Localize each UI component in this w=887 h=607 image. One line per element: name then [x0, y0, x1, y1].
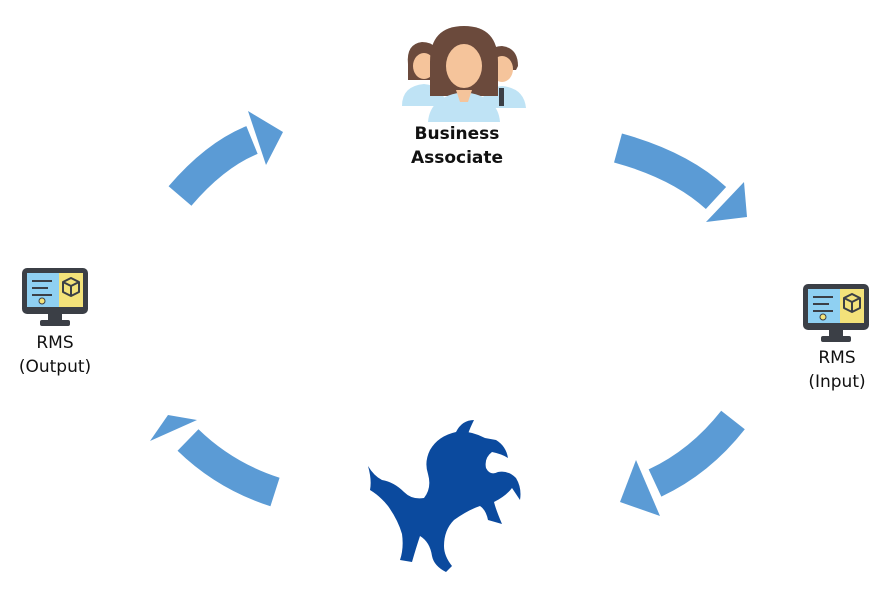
- arrow-top-right-shaft: [613, 133, 727, 210]
- arrow-bottom-left: [150, 415, 280, 507]
- arrow-bottom-right-head: [620, 460, 660, 516]
- arrow-top-right: [613, 133, 747, 222]
- arrow-top-right-head: [706, 182, 747, 222]
- arrow-bottom-left-head: [150, 415, 197, 441]
- rms-input-label: RMS (Input): [782, 346, 887, 394]
- business-associate-label-line1: Business: [414, 124, 500, 144]
- business-associate-label-line2: Associate: [410, 148, 504, 168]
- people-group-icon: [402, 26, 526, 122]
- rearing-horse-icon: [368, 420, 521, 572]
- arrow-top-left-head: [248, 111, 283, 165]
- arrow-top-left: [168, 111, 283, 206]
- rms-output-label-line1: RMS: [36, 333, 74, 353]
- monitor-cube-icon: [803, 284, 869, 342]
- rms-output-label: RMS (Output): [0, 331, 110, 379]
- arrow-top-left-shaft: [168, 126, 258, 206]
- arrow-bottom-right: [620, 410, 745, 516]
- rms-input-label-line1: RMS: [818, 348, 856, 368]
- rms-input-label-line2: (Input): [808, 372, 866, 392]
- rms-output-label-line2: (Output): [18, 357, 92, 377]
- monitor-cube-icon: [22, 268, 88, 326]
- business-associate-label: Business Associate: [387, 122, 527, 170]
- arrow-bottom-right-shaft: [648, 410, 745, 497]
- arrow-bottom-left-shaft: [177, 429, 280, 507]
- person-center: [428, 26, 500, 122]
